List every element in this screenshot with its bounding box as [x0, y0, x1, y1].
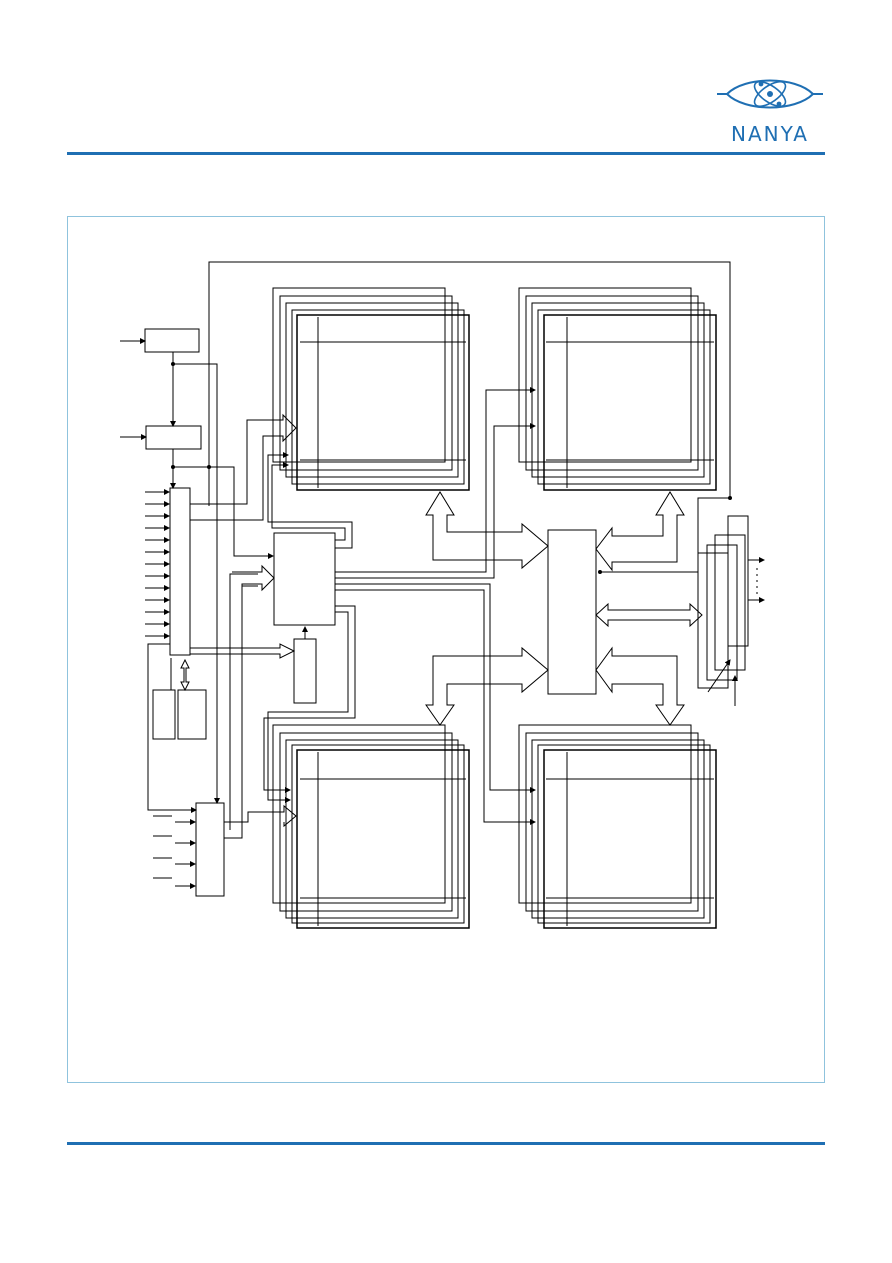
bank-2-stack	[272, 724, 470, 929]
control-to-bank3-line-b	[335, 589, 536, 825]
control-to-bank3-line	[335, 583, 536, 793]
address-to-control-line	[224, 585, 258, 839]
bank-1-stack	[518, 287, 717, 491]
dq-pin-arrows	[748, 557, 765, 603]
control-to-bank1-line	[335, 387, 536, 573]
mode-register-a-block	[152, 689, 176, 740]
io-data-bus-arrow	[595, 602, 703, 628]
buffer-to-control-line	[173, 466, 274, 559]
bank-3-stack	[518, 724, 717, 929]
decoder-input-lines	[145, 489, 170, 639]
clock-generator-block	[144, 328, 200, 353]
io-feedback-line	[697, 497, 730, 553]
control-to-bank0-line-b	[271, 462, 346, 541]
address-input-lines	[153, 815, 196, 889]
footer-rule	[67, 1142, 825, 1145]
bank-0-stack	[272, 287, 470, 491]
control-to-bank2-line-b	[267, 611, 349, 803]
control-to-bank2-line	[263, 605, 356, 793]
bank0-data-bus-arrow	[425, 491, 549, 570]
control-logic-block	[273, 532, 336, 626]
refresh-counter-block	[293, 638, 317, 704]
decoder-bus-arrow	[189, 413, 297, 521]
io-mask-line	[707, 659, 731, 693]
diagram-frame	[67, 216, 825, 1083]
clock-distribution-line	[173, 363, 220, 804]
nanya-atom-logo-icon	[717, 79, 823, 109]
logo-text: NANYA	[731, 122, 809, 146]
decoder-loop-line	[147, 643, 197, 813]
control-to-bank1-line-b	[335, 423, 536, 579]
bank1-data-bus-arrow	[595, 491, 685, 572]
bank3-data-bus-arrow	[595, 646, 685, 726]
address-to-bank2-arrow	[224, 804, 297, 828]
clock-buffer-block	[145, 425, 202, 450]
command-decoder-block	[169, 487, 191, 656]
io-buffer-stack	[697, 515, 749, 689]
mode-register-b-block	[177, 689, 207, 740]
decoder-to-refresh-arrow	[189, 643, 296, 659]
data-control-block	[547, 529, 597, 695]
feedback-line	[208, 261, 731, 506]
company-logo: NANYA	[715, 68, 825, 150]
decoder-to-control-arrow	[232, 564, 275, 596]
control-to-bank0-line	[267, 452, 353, 549]
address-register-block	[195, 802, 225, 897]
header-rule	[67, 152, 825, 155]
address-to-bank-line	[229, 573, 258, 830]
bank2-data-bus-arrow	[425, 646, 549, 726]
mode-register-arrow-b	[180, 658, 190, 692]
